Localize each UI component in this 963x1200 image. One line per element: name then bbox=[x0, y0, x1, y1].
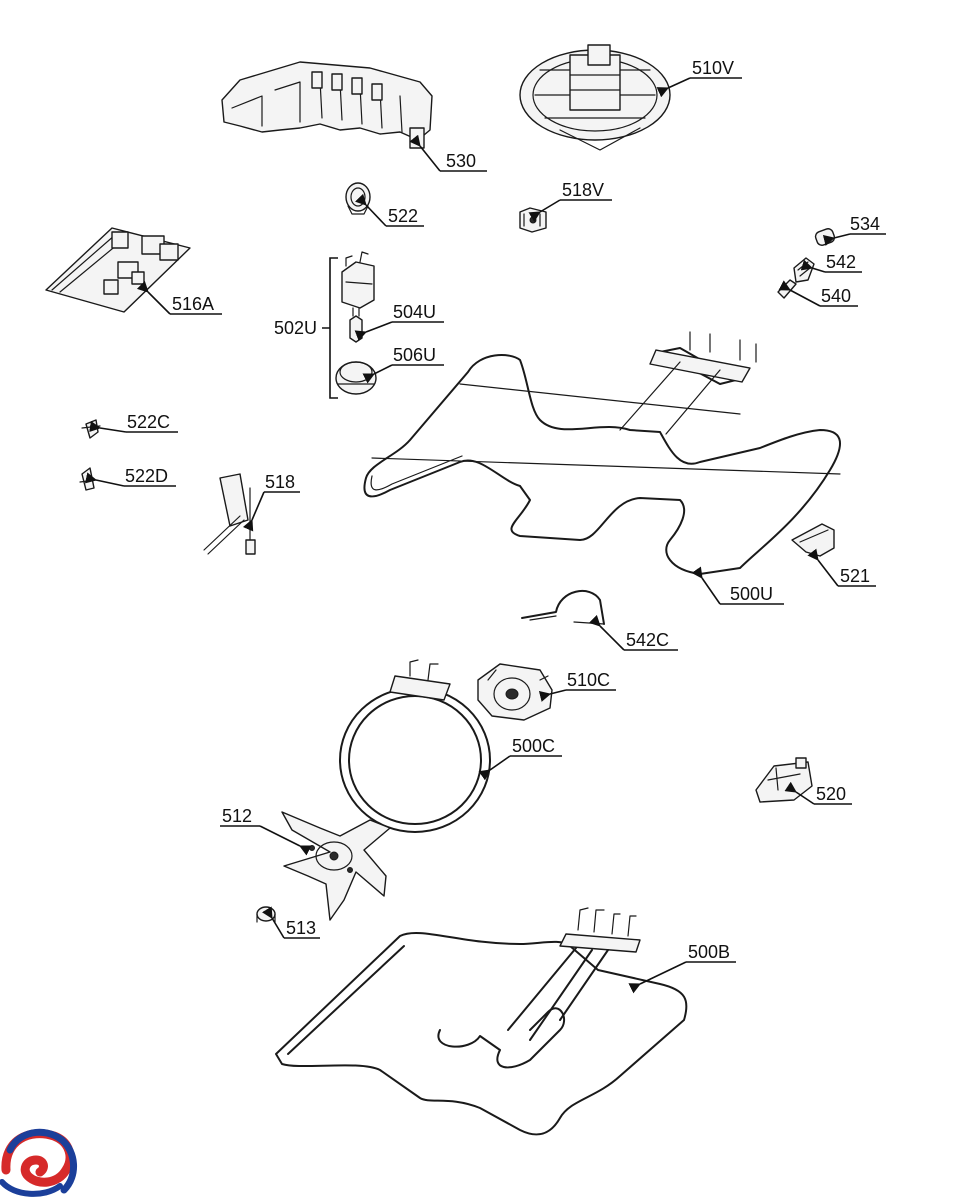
label-534: 534 bbox=[850, 214, 880, 234]
part-506U-lamp-cover[interactable] bbox=[335, 361, 377, 395]
leader-lines bbox=[84, 77, 886, 994]
part-510C-convection-motor[interactable] bbox=[477, 663, 553, 721]
label-522C: 522C bbox=[127, 412, 170, 432]
bracket-502U bbox=[322, 257, 338, 399]
part-labels: 510V 530 522 518V 534 542 540 516A 502U … bbox=[125, 58, 880, 962]
label-522D: 522D bbox=[125, 466, 168, 486]
part-500B-bottom-heating-element[interactable] bbox=[275, 907, 688, 1136]
label-530: 530 bbox=[446, 151, 476, 171]
part-520-door-switch[interactable] bbox=[755, 757, 813, 803]
label-521: 521 bbox=[840, 566, 870, 586]
label-512: 512 bbox=[222, 806, 252, 826]
part-522C-pin[interactable] bbox=[81, 419, 101, 439]
part-522-lamp-ring[interactable] bbox=[345, 182, 371, 215]
label-504U: 504U bbox=[393, 302, 436, 322]
part-530-switch-housing[interactable] bbox=[221, 61, 433, 149]
label-540: 540 bbox=[821, 286, 851, 306]
part-522D-pin[interactable] bbox=[79, 467, 97, 491]
part-500U-top-heating-element[interactable] bbox=[363, 331, 841, 575]
label-522: 522 bbox=[388, 206, 418, 226]
label-542: 542 bbox=[826, 252, 856, 272]
part-540-clip[interactable] bbox=[777, 279, 797, 299]
label-516A: 516A bbox=[172, 294, 214, 314]
label-520: 520 bbox=[816, 784, 846, 804]
part-516A-control-board[interactable] bbox=[45, 227, 191, 313]
part-518-thermostat-probe[interactable] bbox=[203, 473, 256, 555]
part-502U-lamp-assembly[interactable] bbox=[341, 251, 375, 309]
label-506U: 506U bbox=[393, 345, 436, 365]
part-542-seal[interactable] bbox=[793, 257, 815, 283]
label-510V: 510V bbox=[692, 58, 734, 78]
label-502U: 502U bbox=[274, 318, 317, 338]
part-504U-bulb[interactable] bbox=[349, 307, 363, 343]
label-500U: 500U bbox=[730, 584, 773, 604]
part-500C-circular-heating-element[interactable] bbox=[339, 659, 491, 833]
label-518: 518 bbox=[265, 472, 295, 492]
part-510V-fan-motor[interactable] bbox=[519, 44, 671, 151]
swirl-logo-icon bbox=[0, 1128, 77, 1197]
label-510C: 510C bbox=[567, 670, 610, 690]
label-542C: 542C bbox=[626, 630, 669, 650]
part-534-knob[interactable] bbox=[814, 227, 836, 246]
part-542C-wire-clip[interactable] bbox=[521, 590, 605, 625]
part-512-fan-blade[interactable] bbox=[281, 811, 391, 921]
part-521-bracket[interactable] bbox=[791, 523, 835, 557]
label-500B: 500B bbox=[688, 942, 730, 962]
label-500C: 500C bbox=[512, 736, 555, 756]
label-513: 513 bbox=[286, 918, 316, 938]
label-518V: 518V bbox=[562, 180, 604, 200]
